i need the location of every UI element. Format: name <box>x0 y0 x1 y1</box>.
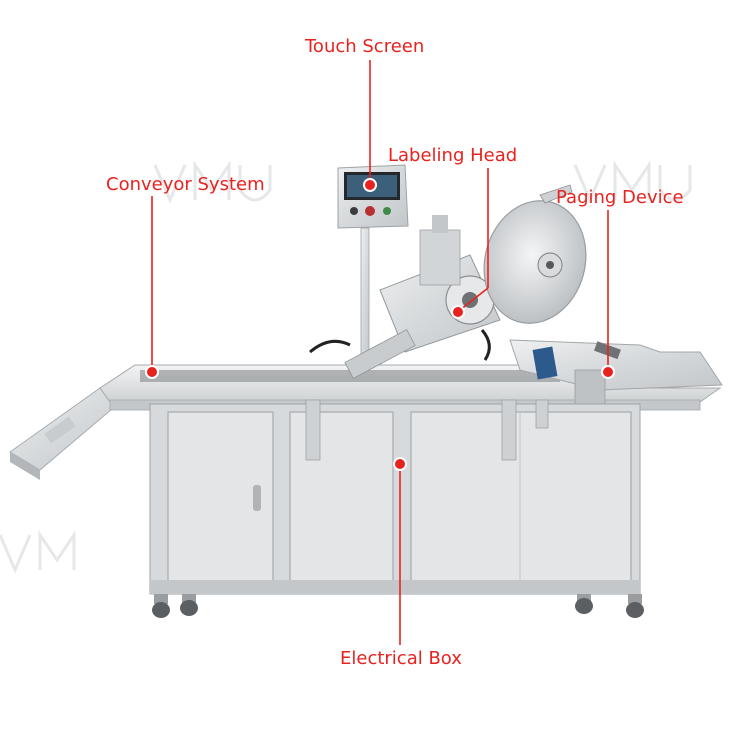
electrical-box-label: Electrical Box <box>340 648 462 669</box>
conveyor-system-label: Conveyor System <box>106 174 265 195</box>
callouts <box>145 60 615 645</box>
touch-screen-marker <box>363 178 377 192</box>
labeling-head-marker <box>451 305 465 319</box>
cabinet <box>149 399 641 595</box>
caster-wheels <box>152 594 644 618</box>
conveyor-marker <box>145 365 159 379</box>
paging-device-marker <box>601 365 615 379</box>
labeling-head-label: Labeling Head <box>388 145 518 166</box>
paging-device-label: Paging Device <box>556 187 684 208</box>
paging-table <box>509 339 723 411</box>
label-reel <box>483 184 587 324</box>
electrical-box-marker <box>393 457 407 471</box>
labeling-head <box>309 215 501 379</box>
touch-screen-label: Touch Screen <box>305 36 425 57</box>
